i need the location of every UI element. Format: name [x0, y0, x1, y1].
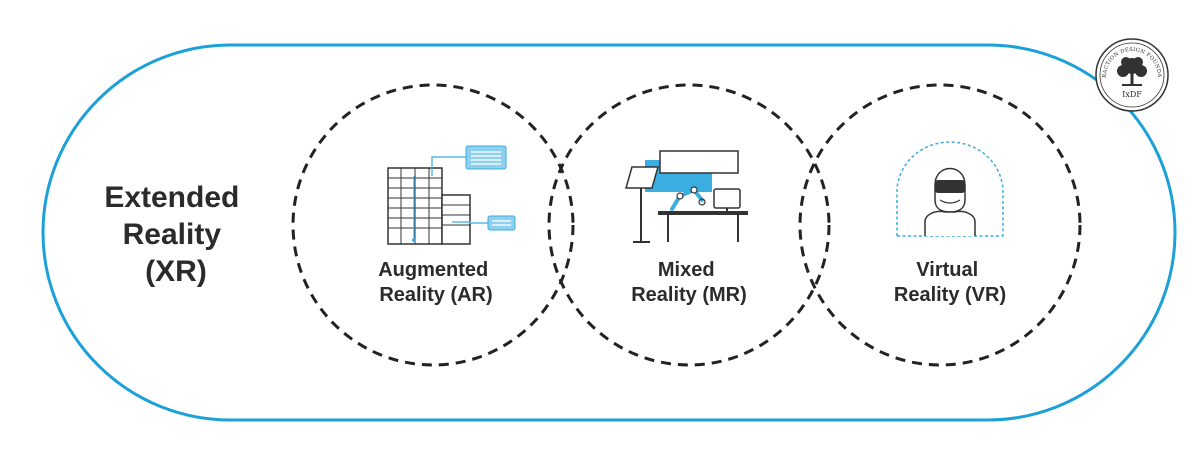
vr-headset-person-icon — [896, 141, 1004, 237]
ar-label-line-1: Augmented — [378, 259, 488, 281]
vr-label: Virtual Reality (VR) — [894, 259, 1006, 306]
vr-label-line-1: Virtual — [916, 259, 978, 281]
xr-main-label-line-1: Extended — [104, 181, 239, 214]
mr-workspace-icon — [625, 150, 748, 243]
logo-arc-text: INTERACTION DESIGN FOUNDATION — [0, 0, 1162, 78]
mr-label-line-1: Mixed — [658, 259, 715, 281]
reality-circles — [291, 83, 1082, 367]
ar-label: Augmented Reality (AR) — [378, 259, 494, 306]
vr-circle — [798, 83, 1082, 367]
ar-circle — [291, 83, 575, 367]
ixdf-logo: INTERACTION DESIGN FOUNDATION IxDF — [0, 0, 1169, 112]
xr-main-label-line-3: (XR) — [145, 255, 207, 288]
vr-label-line-2: Reality (VR) — [894, 284, 1006, 306]
xr-main-label-line-2: Reality — [123, 218, 222, 251]
logo-abbr: IxDF — [1122, 90, 1142, 99]
mr-label: Mixed Reality (MR) — [631, 259, 747, 306]
svg-text:INTERACTION DESIGN FOUNDATION: INTERACTION DESIGN FOUNDATION — [0, 0, 1162, 78]
mr-label-line-2: Reality (MR) — [631, 284, 747, 306]
ar-buildings-icon — [387, 145, 516, 245]
ar-label-line-2: Reality (AR) — [379, 284, 492, 306]
mr-circle — [547, 83, 831, 367]
ixdf-tree-logo-icon — [1117, 57, 1147, 86]
xr-main-label: Extended Reality (XR) — [104, 181, 247, 288]
xr-outer-boundary — [41, 43, 1177, 422]
